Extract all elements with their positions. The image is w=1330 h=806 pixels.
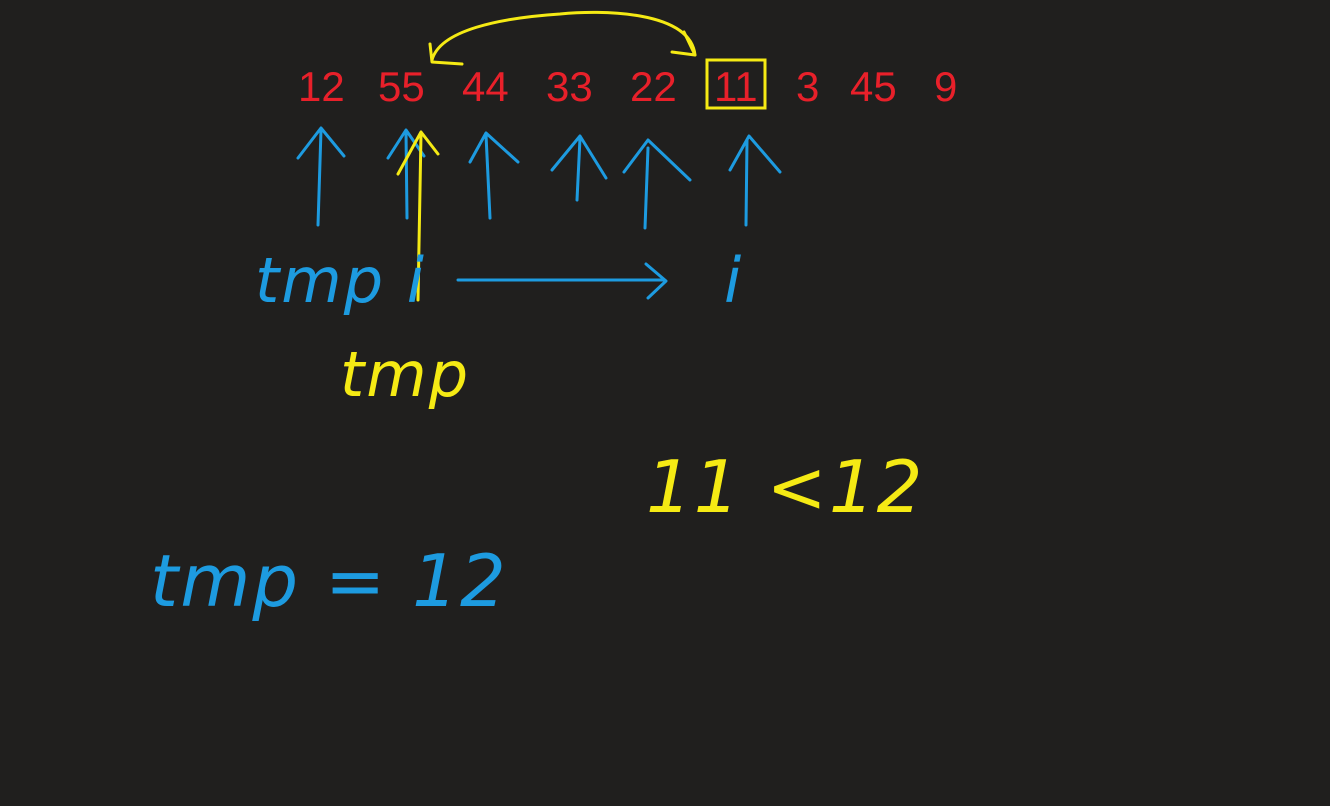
end-i-label: i xyxy=(724,244,743,317)
highlight-box xyxy=(705,58,767,110)
tmp-i-label: tmp i xyxy=(255,244,426,317)
tmp-pointer-arrow xyxy=(396,130,440,302)
tmp-yellow-label: tmp xyxy=(340,338,470,411)
pointer-arrow-3 xyxy=(550,134,608,202)
array-value-3: 33 xyxy=(546,63,593,110)
pointer-arrow-2 xyxy=(468,131,520,220)
array-value-1: 55 xyxy=(378,63,425,110)
swap-arc xyxy=(430,10,697,62)
array-value-7: 45 xyxy=(850,63,897,110)
array-value-0: 12 xyxy=(298,63,345,110)
array-value-6: 3 xyxy=(796,63,820,110)
pointer-arrow-1 xyxy=(386,128,426,220)
pointer-arrow-4 xyxy=(622,138,692,230)
pointer-arrow-5 xyxy=(728,134,782,227)
comparison-label: 11 <12 xyxy=(646,445,924,529)
swap-arc-head-right xyxy=(670,30,697,57)
array-value-8: 9 xyxy=(934,63,958,110)
scan-arrow xyxy=(456,262,668,300)
assignment-label: tmp = 12 xyxy=(150,539,508,623)
array-value-2: 44 xyxy=(462,63,509,110)
array-value-5: 11 xyxy=(714,63,758,110)
swap-arc-head-left xyxy=(428,42,464,66)
pointer-arrow-0 xyxy=(296,126,346,227)
array-value-4: 22 xyxy=(630,63,677,110)
